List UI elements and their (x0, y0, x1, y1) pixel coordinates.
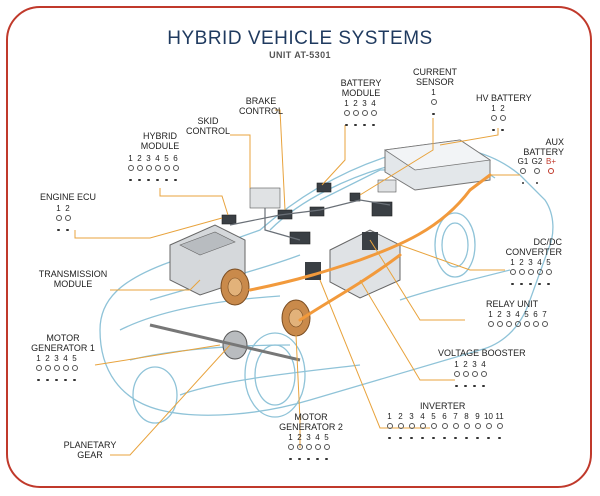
transmission-module-label: TRANSMISSION MODULE (38, 269, 108, 289)
page-frame (6, 6, 592, 488)
skid-control-label: SKID CONTROL (186, 116, 231, 136)
wiring-harness (229, 199, 391, 241)
hv-cables (248, 173, 492, 322)
hv-battery-pack (383, 139, 492, 191)
planetary-gear-label: PLANETARY GEAR (63, 440, 117, 460)
inverter-label: INVERTER (420, 401, 466, 411)
hv-battery-label: HV BATTERY (476, 93, 532, 103)
aux-battery-label: AUX BATTERY (523, 137, 564, 157)
hybrid-module-label: HYBRID MODULE (140, 131, 180, 151)
drive-axle (149, 323, 301, 362)
wheels (132, 212, 476, 424)
motor-generator-2-label: MOTOR GENERATOR 2 (279, 412, 343, 432)
dcdc-converter-label: DC/DC CONVERTER (505, 237, 562, 257)
current-sensor-label: CURRENT SENSOR (413, 67, 457, 87)
brake-control-label: BRAKE CONTROL (238, 96, 283, 116)
page-title: HYBRID VEHICLE SYSTEMS (167, 28, 433, 49)
voltage-booster-label: VOLTAGE BOOSTER (438, 348, 526, 358)
motor-generators (220, 268, 311, 360)
current-sensor-pins: 1 (429, 88, 438, 118)
leader-lines (74, 109, 520, 456)
engine-ecu-label: ENGINE ECU (40, 192, 97, 202)
battery-module-label: BATTERY MODULE (340, 78, 382, 98)
motor-generator-1-label: MOTOR GENERATOR 1 (31, 333, 95, 353)
relay-unit-label: RELAY UNIT (486, 299, 539, 309)
page-subtitle: UNIT AT-5301 (269, 50, 331, 60)
